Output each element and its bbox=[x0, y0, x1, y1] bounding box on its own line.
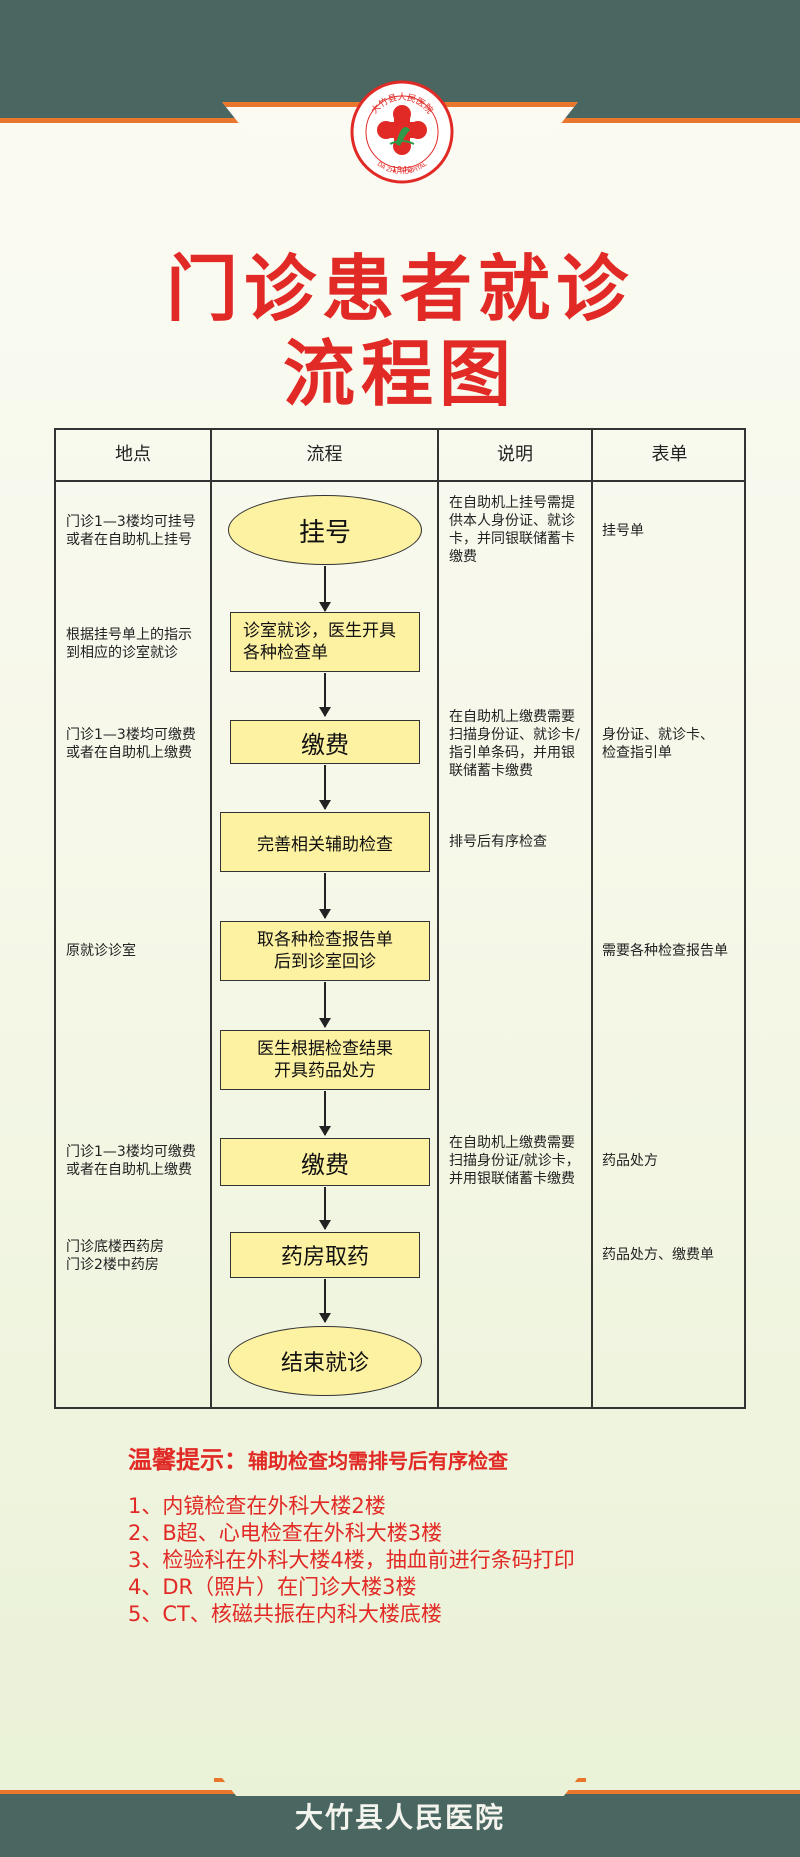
flow-arrow bbox=[319, 1187, 331, 1230]
step-report: 取各种检查报告单后到诊室回诊 bbox=[220, 921, 430, 981]
note-pay1: 在自助机上缴费需要扫描身份证、就诊卡/ 指引单条码，并用银联储蓄卡缴费 bbox=[449, 709, 580, 779]
location-register: 门诊1—3楼均可挂号或者在自助机上挂号 bbox=[66, 514, 196, 548]
flow-arrow bbox=[319, 566, 331, 612]
step-end: 结束就诊 bbox=[228, 1326, 422, 1396]
step-pharmacy: 药房取药 bbox=[230, 1232, 420, 1278]
tips-heading: 温馨提示：辅助检查均需排号后有序检查 bbox=[128, 1446, 508, 1474]
col-header-notes: 说明 bbox=[497, 444, 533, 465]
flow-arrow bbox=[319, 1279, 331, 1323]
tip-item: 1、内镜检查在外科大楼2楼 bbox=[128, 1494, 386, 1518]
hospital-logo: 大竹县人民医院 DA ZHU HOSPITAL 1940 bbox=[350, 80, 454, 184]
location-pay1: 门诊1—3楼均可缴费或者在自助机上缴费 bbox=[66, 727, 196, 761]
location-return: 原就诊诊室 bbox=[66, 943, 136, 959]
tip-item: 5、CT、核磁共振在内科大楼底楼 bbox=[128, 1602, 442, 1626]
step-consult: 诊室就诊，医生开具各种检查单 bbox=[230, 612, 420, 672]
footer-hospital-name: 大竹县人民医院 bbox=[294, 1801, 505, 1834]
col-header-location: 地点 bbox=[115, 444, 151, 465]
note-pay2: 在自助机上缴费需要扫描身份证/就诊卡， 并用银联储蓄卡缴费 bbox=[449, 1135, 580, 1187]
location-consult: 根据挂号单上的指示到相应的诊室就诊 bbox=[66, 627, 192, 661]
col-header-process: 流程 bbox=[306, 444, 343, 465]
flow-table: 地点 流程 说明 表单 门诊1—3楼均可挂号或者在自助机上挂号 根据挂号单上的指… bbox=[54, 428, 746, 1409]
column-divider bbox=[437, 430, 439, 1407]
form-pharmacy: 药品处方、缴费单 bbox=[602, 1247, 714, 1263]
flow-arrow bbox=[319, 873, 331, 919]
page-title: 门诊患者就诊 bbox=[165, 247, 634, 331]
form-report: 需要各种检查报告单 bbox=[602, 943, 728, 959]
tips-subheading: 辅助检查均需排号后有序检查 bbox=[248, 1449, 508, 1473]
tip-item: 4、DR（照片）在门诊大楼3楼 bbox=[128, 1575, 417, 1599]
footer-band bbox=[0, 1790, 800, 1857]
note-exam: 排号后有序检查 bbox=[449, 834, 547, 850]
flow-arrow bbox=[319, 765, 331, 810]
step-prescribe: 医生根据检查结果开具药品处方 bbox=[220, 1030, 430, 1090]
step-pay1: 缴费 bbox=[230, 720, 420, 764]
cross-icon bbox=[377, 105, 427, 155]
header-divider bbox=[56, 480, 744, 482]
flow-arrow bbox=[319, 982, 331, 1028]
column-divider bbox=[591, 430, 593, 1407]
note-register: 在自助机上挂号需提供本人身份证、就诊 卡，并同银联储蓄卡缴费 bbox=[449, 495, 575, 565]
flow-arrow bbox=[319, 1091, 331, 1136]
step-pay2: 缴费 bbox=[220, 1138, 430, 1186]
tip-item: 2、B超、心电检查在外科大楼3楼 bbox=[128, 1521, 443, 1545]
column-divider bbox=[210, 430, 212, 1407]
location-pharmacy: 门诊底楼西药房门诊2楼中药房 bbox=[66, 1239, 164, 1273]
col-header-forms: 表单 bbox=[651, 444, 688, 465]
form-pay1: 身份证、就诊卡、检查指引单 bbox=[602, 727, 714, 761]
logo-year: 1940 bbox=[392, 165, 412, 174]
flow-arrow bbox=[319, 673, 331, 717]
form-pay2: 药品处方 bbox=[602, 1153, 658, 1169]
form-register: 挂号单 bbox=[602, 523, 644, 539]
tip-item: 3、检验科在外科大楼4楼，抽血前进行条码打印 bbox=[128, 1548, 575, 1572]
step-exam: 完善相关辅助检查 bbox=[220, 812, 430, 872]
step-register: 挂号 bbox=[228, 495, 422, 565]
page-title-line2: 流程图 bbox=[282, 332, 517, 416]
footer-notch bbox=[222, 1778, 578, 1796]
location-pay2: 门诊1—3楼均可缴费或者在自助机上缴费 bbox=[66, 1144, 196, 1178]
